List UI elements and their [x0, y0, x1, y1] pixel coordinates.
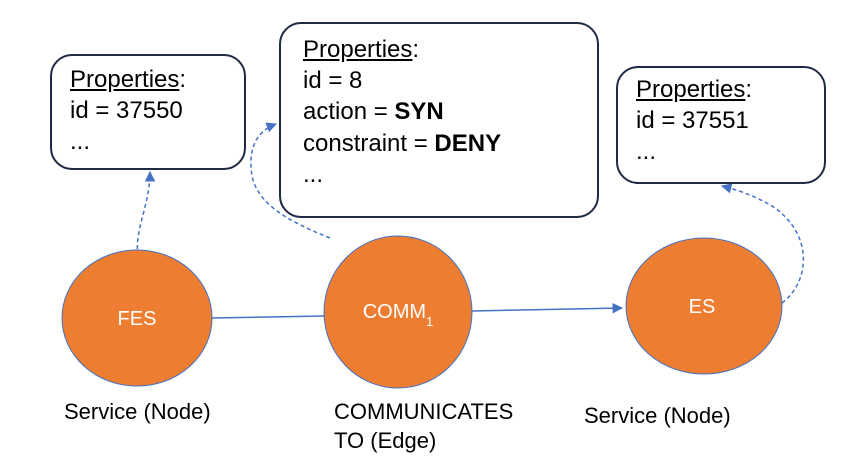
- es-node-label: ES: [689, 296, 716, 318]
- comm-id-line: id = 8: [303, 67, 363, 95]
- comm-constraint-line: constraint = DENY: [303, 129, 502, 157]
- es-id-line: id = 37551: [636, 107, 749, 135]
- fes-caption: Service (Node): [64, 399, 211, 424]
- comm-node-label: COMM1: [363, 301, 434, 329]
- comm-node-subscript: 1: [426, 314, 433, 329]
- fes-properties-title: Properties:: [70, 66, 187, 93]
- fes-node[interactable]: [61, 249, 213, 387]
- edge-comm-to-es: [471, 302, 624, 314]
- comm-ellipsis: ...: [303, 160, 324, 188]
- edge-fes-to-comm: [211, 315, 325, 319]
- comm-action-line: action = SYN: [303, 98, 444, 126]
- es-properties-title: Properties:: [636, 76, 753, 103]
- property-link-fes: [136, 170, 156, 257]
- es-caption: Service (Node): [584, 403, 731, 428]
- property-link-es: [720, 183, 804, 304]
- es-properties-box: Properties: id = 37551 ...: [616, 66, 826, 184]
- comm-properties-box: Properties: id = 8 action = SYN constrai…: [279, 22, 599, 218]
- constraint-value: DENY: [434, 129, 502, 157]
- fes-ellipsis: ...: [70, 128, 91, 156]
- action-value: SYN: [394, 98, 444, 126]
- comm-properties-title: Properties:: [303, 36, 420, 63]
- fes-node-label: FES: [118, 308, 157, 330]
- fes-properties-box: Properties: id = 37550 ...: [50, 54, 246, 170]
- fes-id-line: id = 37550: [70, 97, 183, 125]
- comm-caption: COMMUNICATES TO (Edge): [334, 399, 514, 453]
- comm-node[interactable]: [323, 235, 473, 389]
- es-node[interactable]: [625, 237, 783, 375]
- es-ellipsis: ...: [636, 138, 657, 166]
